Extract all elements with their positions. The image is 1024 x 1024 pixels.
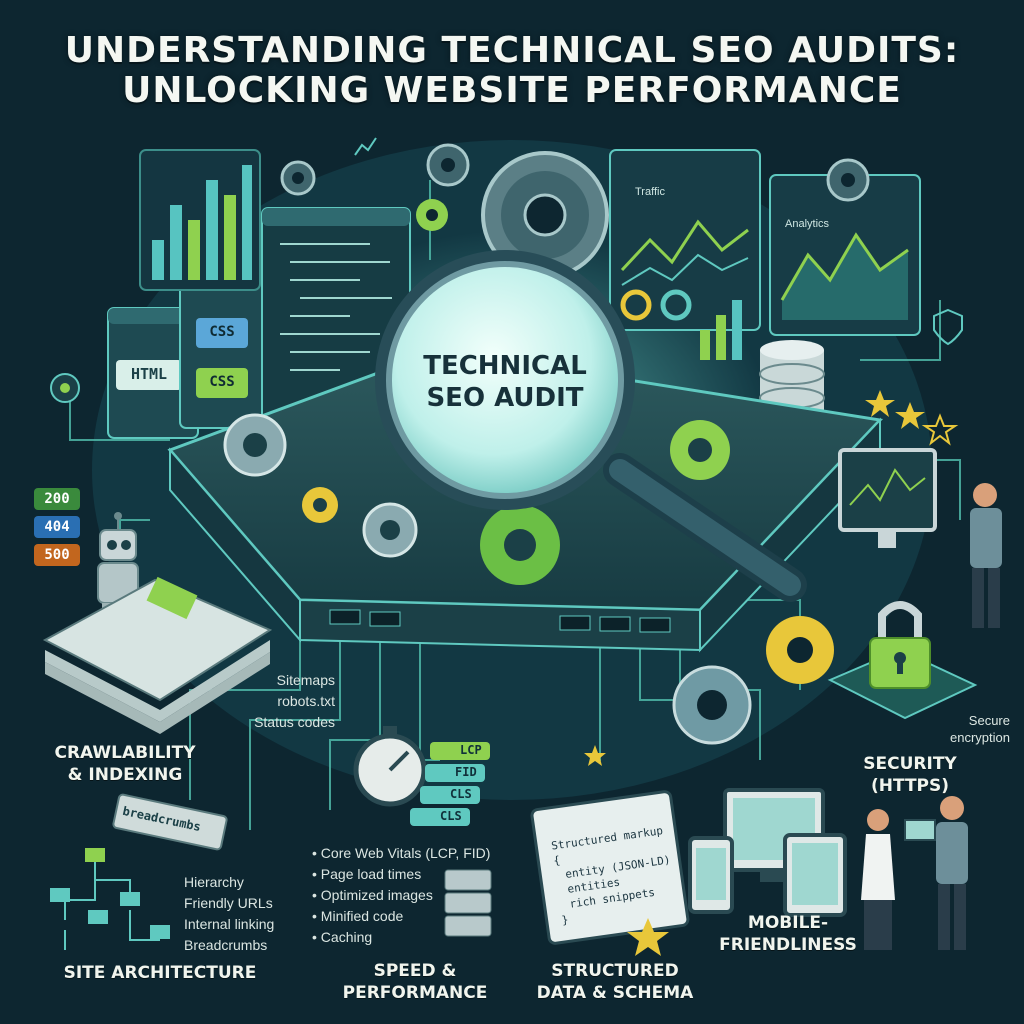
magnifier-label: TECHNICAL SEO AUDIT: [405, 350, 605, 414]
speed-item-text: Caching: [320, 929, 373, 945]
architecture-item: Friendly URLs: [184, 895, 273, 911]
crawl-item: robots.txt: [277, 693, 335, 709]
traffic-label: Traffic: [635, 186, 665, 198]
status-code-500: 500: [34, 544, 80, 566]
security-note-line-2: encryption: [950, 730, 1010, 745]
speed-item: • Minified code: [312, 906, 490, 927]
css-label-1: CSS: [209, 324, 235, 340]
security-note: Secure encryption: [930, 712, 1010, 746]
bullet: •: [312, 845, 321, 861]
speed-metric-cls-2: CLS: [440, 809, 462, 823]
magnifier-label-line-1: TECHNICAL: [423, 351, 587, 381]
structured-window-text: Structured markup { entity (JSON-LD) ent…: [550, 822, 681, 928]
status-code-404: 404: [34, 516, 80, 538]
section-title-structured-data: STRUCTURED DATA & SCHEMA: [520, 960, 710, 1004]
mobile-devices-icon: [688, 788, 847, 917]
section-title-speed: SPEED & PERFORMANCE: [330, 960, 500, 1004]
speed-title-line-2: PERFORMANCE: [342, 983, 488, 1003]
small-bar-chart: [700, 300, 742, 360]
speed-item-text: Core Web Vitals (LCP, FID): [320, 845, 491, 861]
bar-chart-window: [139, 149, 261, 291]
html-label: HTML: [130, 365, 168, 383]
shield-icon: [933, 308, 963, 346]
mobile-title-line-1: MOBILE-: [747, 913, 829, 933]
speed-item: • Caching: [312, 927, 490, 948]
server-stack-icon: [444, 869, 492, 937]
speed-title-line-1: SPEED &: [373, 961, 457, 981]
security-title-line-1: SECURITY: [863, 754, 957, 774]
crawl-item: Sitemaps: [276, 672, 335, 688]
html-window: [107, 307, 199, 439]
gear-icon-small: [280, 143, 870, 231]
speed-item: • Page load times: [312, 864, 490, 885]
board-gears: [223, 413, 834, 745]
rating-stars-icon: [865, 390, 959, 446]
lock-icon: [827, 601, 978, 720]
status-code-200: 200: [34, 488, 80, 510]
section-title-site-architecture: SITE ARCHITECTURE: [63, 963, 257, 983]
structured-data-window: [530, 790, 690, 945]
speed-item: • Core Web Vitals (LCP, FID): [312, 843, 490, 864]
architecture-item: Internal linking: [184, 916, 275, 932]
security-note-line-1: Secure: [968, 713, 1010, 728]
section-title-crawlability: CRAWLABILITY & INDEXING: [40, 742, 210, 786]
structured-title-line-1: STRUCTURED: [551, 961, 679, 981]
bullet: •: [312, 887, 321, 903]
security-title-line-2: (HTTPS): [870, 776, 950, 796]
bullet: •: [312, 866, 321, 882]
person-at-monitor: [838, 448, 1002, 628]
crawl-title-line-1: CRAWLABILITY: [54, 743, 196, 763]
section-title-mobile: MOBILE- FRIENDLINESS: [718, 912, 858, 956]
traffic-dashboard: [609, 149, 761, 331]
page-title-line-1: UNDERSTANDING TECHNICAL SEO AUDITS:: [64, 30, 960, 71]
speed-item-text: Page load times: [320, 866, 422, 882]
gear-icon: [481, 151, 609, 279]
schema-star-icon: [584, 745, 669, 956]
mobile-title-line-2: FRIENDLINESS: [719, 935, 857, 955]
analytics-label: Analytics: [785, 218, 830, 230]
architecture-item: Breadcrumbs: [184, 937, 268, 953]
site-hierarchy-diagram: [50, 793, 228, 950]
css-label-2: CSS: [209, 374, 235, 390]
section-title-security: SECURITY (HTTPS): [850, 753, 970, 797]
dashboard-circle-icon: [50, 373, 80, 403]
speed-item: • Optimized images: [312, 885, 490, 906]
bullet: •: [312, 908, 321, 924]
bullet: •: [312, 929, 321, 945]
speed-metric-lcp: LCP: [460, 743, 482, 757]
crawl-item: Status codes: [254, 714, 335, 730]
structured-title-line-2: DATA & SCHEMA: [536, 983, 694, 1003]
document-stack: [42, 576, 273, 734]
people-with-devices: [861, 796, 968, 950]
analytics-dashboard: [769, 174, 921, 336]
trend-icon: [354, 137, 377, 156]
stopwatch-icon: [353, 726, 490, 826]
speed-item-text: Optimized images: [320, 887, 433, 903]
magnifying-glass-icon: [375, 250, 807, 602]
speed-item-list: • Core Web Vitals (LCP, FID) • Page load…: [312, 843, 490, 948]
crawl-title-line-2: & INDEXING: [67, 765, 183, 785]
speed-metric-fid: FID: [455, 765, 477, 779]
speed-item-text: Minified code: [320, 908, 404, 924]
speed-metric-cls: CLS: [450, 787, 472, 801]
magnifier-label-line-2: SEO AUDIT: [426, 383, 584, 413]
architecture-item-list: Hierarchy Friendly URLs Internal linking…: [184, 872, 274, 956]
architecture-item: Hierarchy: [184, 874, 244, 890]
crawl-item-list: Sitemaps robots.txt Status codes: [200, 670, 335, 733]
page-title-line-2: UNLOCKING WEBSITE PERFORMANCE: [122, 70, 902, 111]
